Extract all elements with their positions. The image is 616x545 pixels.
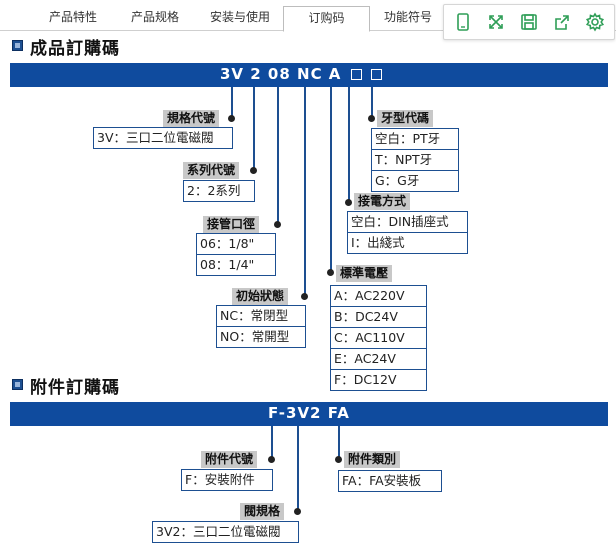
box-voltage: A：AC220V B：DC24V C：AC110V E：AC24V F：DC12… xyxy=(330,285,427,391)
connector-dot xyxy=(274,221,281,228)
connector-dot xyxy=(268,456,275,463)
option-row: E：AC24V xyxy=(331,348,426,369)
settings-icon[interactable] xyxy=(582,9,608,35)
connector-dot xyxy=(228,115,235,122)
tab-specs[interactable]: 产品规格 xyxy=(130,10,179,24)
fullscreen-icon[interactable] xyxy=(483,9,509,35)
section2-code-bar: F-3V2 FA xyxy=(10,402,608,426)
option-row: C：AC110V xyxy=(331,327,426,348)
option-row: 3V：三口二位電磁閥 xyxy=(97,130,214,145)
box-wiring: 空白：DIN插座式 I：出綫式 xyxy=(347,211,468,254)
mobile-icon[interactable] xyxy=(450,9,476,35)
section1-code: 3V 2 08 NC A xyxy=(220,65,382,83)
box-accessory-code: F：安裝附件 xyxy=(181,469,273,491)
connector-dot xyxy=(368,115,375,122)
tab-install[interactable]: 安装与使用 xyxy=(209,10,270,24)
label-port-size: 接管口徑 xyxy=(203,216,260,233)
section1-title: 成品訂購碼 xyxy=(30,39,120,59)
connector-line xyxy=(297,426,299,512)
connector-line xyxy=(277,87,279,225)
option-row: G：G牙 xyxy=(372,170,458,191)
label-accessory-code: 附件代號 xyxy=(201,451,258,468)
code-placeholder-box xyxy=(350,69,362,80)
connector-dot xyxy=(250,167,257,174)
label-thread: 牙型代碼 xyxy=(377,110,434,127)
section2-title: 附件訂購碼 xyxy=(30,378,120,398)
connector-line xyxy=(348,87,350,202)
tab-features[interactable]: 产品特性 xyxy=(48,10,97,24)
option-row: 空白：PT牙 xyxy=(375,131,441,146)
label-wiring: 接電方式 xyxy=(354,193,411,210)
section1-code-bar: 3V 2 08 NC A xyxy=(10,63,608,87)
connector-line xyxy=(338,426,340,460)
connector-line xyxy=(304,87,306,297)
option-row: I：出綫式 xyxy=(348,232,467,253)
label-valve-spec: 閥規格 xyxy=(240,503,285,520)
option-row: FA：FA安裝板 xyxy=(342,473,422,488)
option-row: 08：1/4" xyxy=(197,254,275,275)
code-placeholder-box xyxy=(370,69,382,80)
section2-bullet-icon xyxy=(12,379,23,390)
connector-dot xyxy=(327,269,334,276)
box-series-code: 2：2系列 xyxy=(183,180,255,202)
tab-order-code[interactable]: 订购码 xyxy=(283,6,370,32)
option-row: 3V2：三口二位電磁閥 xyxy=(156,524,281,539)
connector-line xyxy=(231,87,233,119)
connector-dot xyxy=(301,293,308,300)
option-row: F：安裝附件 xyxy=(185,472,255,487)
connector-dot xyxy=(335,456,342,463)
option-row: 06：1/8" xyxy=(200,236,255,251)
option-row: A：AC220V xyxy=(334,288,405,303)
connector-line xyxy=(330,87,332,273)
option-row: F：DC12V xyxy=(331,369,426,390)
box-thread: 空白：PT牙 T：NPT牙 G：G牙 xyxy=(371,128,459,192)
section1-bullet-icon xyxy=(12,40,23,51)
option-row: T：NPT牙 xyxy=(372,149,458,170)
connector-dot xyxy=(345,199,352,206)
box-accessory-type: FA：FA安裝板 xyxy=(338,470,442,492)
connector-line xyxy=(271,426,273,460)
option-row: NC：常閉型 xyxy=(220,308,289,323)
option-row: 空白：DIN插座式 xyxy=(351,214,449,229)
tab-symbols[interactable]: 功能符号 xyxy=(383,10,432,24)
box-spec-code: 3V：三口二位電磁閥 xyxy=(93,127,233,149)
connector-line xyxy=(371,87,373,119)
floating-toolbar xyxy=(443,4,615,40)
box-initial-state: NC：常閉型 NO：常開型 xyxy=(216,305,306,348)
box-valve-spec: 3V2：三口二位電磁閥 xyxy=(152,521,299,543)
label-initial-state: 初始狀態 xyxy=(232,288,289,305)
box-port-size: 06：1/8" 08：1/4" xyxy=(196,233,276,276)
save-icon[interactable] xyxy=(516,9,542,35)
label-series-code: 系列代號 xyxy=(183,162,240,179)
label-spec-code: 規格代號 xyxy=(163,110,220,127)
option-row: B：DC24V xyxy=(331,306,426,327)
connector-line xyxy=(253,87,255,171)
share-icon[interactable] xyxy=(549,9,575,35)
section2-code: F-3V2 FA xyxy=(268,404,350,422)
option-row: NO：常開型 xyxy=(217,326,305,347)
option-row: 2：2系列 xyxy=(187,183,241,198)
label-accessory-type: 附件類別 xyxy=(344,451,401,468)
connector-dot xyxy=(294,508,301,515)
label-voltage: 標準電壓 xyxy=(336,265,393,282)
